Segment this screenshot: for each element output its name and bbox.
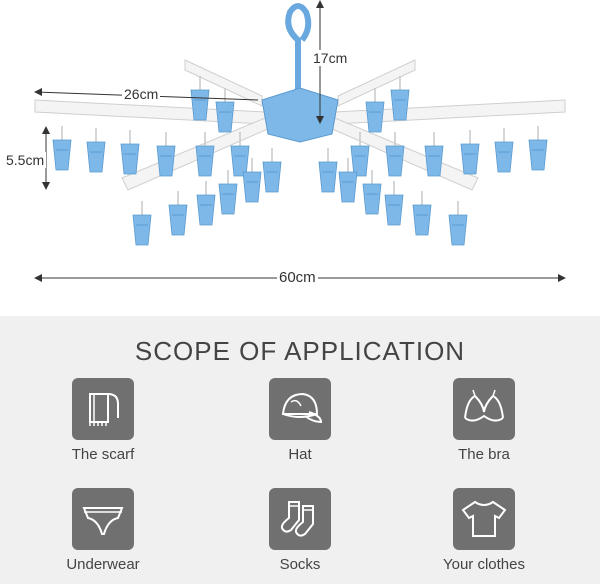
tshirt-icon xyxy=(453,488,515,550)
total-width-dimension-label: 60cm xyxy=(277,269,318,286)
arm-length-dimension-label: 26cm xyxy=(122,86,161,102)
socks-icon xyxy=(269,488,331,550)
scope-label-socks: Socks xyxy=(279,556,321,573)
scope-label-hat: Hat xyxy=(288,446,312,463)
clip-height-dimension-label: 5.5cm xyxy=(4,152,47,168)
scope-label-bra: The bra xyxy=(458,446,510,463)
scarf-icon xyxy=(72,378,134,440)
hanger-illustration xyxy=(34,0,566,282)
hat-icon xyxy=(269,378,331,440)
scope-title: SCOPE OF APPLICATION xyxy=(134,336,466,366)
underwear-icon xyxy=(72,488,134,550)
scope-label-scarf: The scarf xyxy=(71,446,135,463)
scope-label-underwear: Underwear xyxy=(66,556,140,573)
bra-icon xyxy=(453,378,515,440)
height-dimension-label: 17cm xyxy=(311,50,350,66)
product-photo: 17cm 26cm 5.5cm 60cm xyxy=(4,0,566,286)
scope-label-clothes: Your clothes xyxy=(442,556,525,573)
scope-section: SCOPE OF APPLICATION The scarf Hat The b… xyxy=(0,316,600,584)
